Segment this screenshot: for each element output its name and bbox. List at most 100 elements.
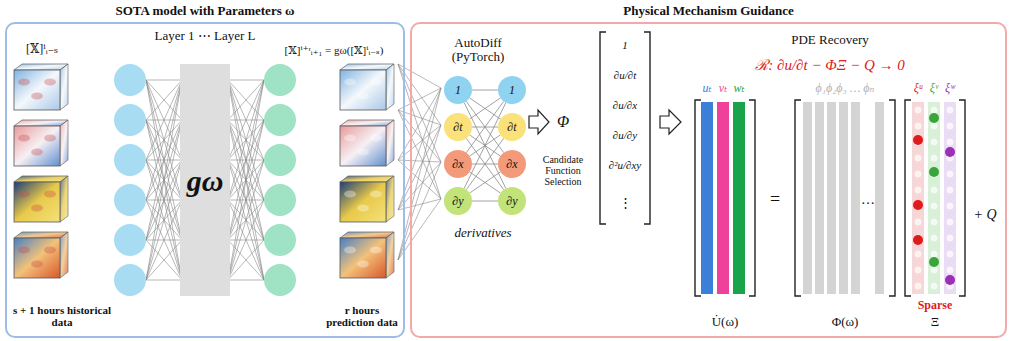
input-neuron	[114, 264, 146, 296]
node-text: ∂x	[506, 157, 517, 172]
derivative-link	[470, 172, 501, 193]
network-line	[146, 80, 182, 240]
sparse-column	[912, 102, 956, 294]
output-neuron	[264, 264, 296, 296]
label-text: vₜ	[719, 82, 727, 95]
data-cube	[340, 176, 394, 222]
active-coefficient	[929, 167, 939, 177]
node-text: Physical Mechanism Guidance	[412, 3, 1005, 19]
zero-coefficient	[915, 219, 922, 226]
network-line	[146, 80, 182, 120]
label-text: ∂u/∂y	[613, 129, 637, 141]
zero-coefficient	[915, 267, 922, 274]
network-line	[146, 160, 182, 280]
derivative-circle: ∂x	[498, 150, 526, 178]
node-text: ∂y	[506, 194, 517, 209]
data-cube	[14, 120, 68, 166]
label-text: =	[770, 190, 780, 210]
network-line	[228, 240, 264, 280]
derivative-circle: 1	[444, 76, 472, 104]
label-text: U̇(ω)	[712, 315, 739, 329]
label-text: AutoDiff (PyTorch)	[433, 36, 523, 65]
candidate-column	[851, 102, 860, 294]
zero-coefficient	[947, 107, 954, 114]
network-line	[146, 120, 182, 280]
zero-coefficient	[931, 187, 938, 194]
label-text: …	[861, 192, 875, 207]
active-coefficient	[929, 113, 939, 123]
data-column	[701, 102, 745, 294]
derivative-link	[470, 172, 501, 193]
zero-coefficient	[931, 219, 938, 226]
zero-coefficient	[931, 139, 938, 146]
network-line	[228, 160, 264, 280]
label-text: uₜ	[703, 82, 712, 95]
zero-coefficient	[915, 123, 922, 130]
label-text: r hours prediction data	[322, 304, 402, 328]
derivative-link	[464, 103, 506, 189]
network-line	[228, 240, 264, 280]
label-text: ξᵛ	[930, 82, 939, 95]
zero-coefficient	[947, 139, 954, 146]
zero-coefficient	[931, 283, 938, 290]
label-text: gω	[187, 164, 224, 197]
zero-coefficient	[915, 251, 922, 258]
node-text: 1	[455, 83, 461, 98]
zero-coefficient	[915, 155, 922, 162]
network-line	[146, 240, 182, 280]
label-text: ξᵘ	[914, 82, 923, 95]
active-coefficient	[913, 235, 923, 245]
network-line	[228, 80, 264, 81]
node-text: ∂x	[452, 157, 463, 172]
output-neuron	[264, 144, 296, 176]
network-line	[228, 80, 264, 120]
label-text: ⋮	[619, 196, 632, 210]
network-line	[146, 80, 182, 160]
label-text: Φ(ω)	[832, 315, 859, 329]
network-line	[146, 80, 182, 81]
active-coefficient	[929, 257, 939, 267]
network-line	[146, 80, 182, 120]
active-coefficient	[913, 135, 923, 145]
label-text: Ξ	[931, 315, 939, 329]
zero-coefficient	[931, 203, 938, 210]
sparse-column	[912, 102, 924, 294]
network-line	[228, 200, 264, 280]
label-text: Φ	[557, 113, 569, 131]
network-line	[228, 80, 264, 160]
network-line	[146, 200, 182, 280]
zero-coefficient	[947, 219, 954, 226]
network-line	[146, 160, 182, 280]
data-cube	[14, 176, 68, 222]
zero-coefficient	[947, 171, 954, 178]
label-text: derivatives	[454, 226, 511, 240]
label-text: [𝕏]ⁱᵢ₋ₛ	[26, 43, 58, 56]
network-line	[228, 80, 264, 240]
node-text: SOTA model with Parameters ω	[7, 3, 403, 19]
network-line	[228, 80, 264, 280]
derivative-circle: 1	[498, 76, 526, 104]
network-line	[146, 240, 182, 280]
label-text: ℛ: ∂u/∂t − ΦΞ − Q → 0	[755, 57, 905, 74]
network-line	[228, 280, 264, 281]
zero-coefficient	[931, 155, 938, 162]
network-line	[146, 80, 182, 280]
candidate-column	[803, 102, 884, 294]
zero-coefficient	[947, 203, 954, 210]
active-coefficient	[913, 200, 923, 210]
label-text: PDE Recovery	[791, 33, 869, 47]
zero-coefficient	[931, 267, 938, 274]
output-neuron	[264, 224, 296, 256]
network-line	[228, 80, 264, 120]
network-line	[146, 80, 182, 280]
node-text: ∂t	[453, 120, 462, 135]
network-line	[228, 160, 264, 280]
network-line	[228, 80, 264, 200]
panel-box: Physical Mechanism Guidance1∂t∂x∂y1∂t∂x∂…	[410, 22, 1007, 338]
label-text: wₜ	[734, 82, 745, 95]
label-text: Sparse	[918, 299, 953, 312]
node-text: 1	[509, 83, 515, 98]
active-coefficient	[945, 275, 955, 285]
label-text: + Q	[973, 207, 996, 222]
network-line	[146, 80, 182, 240]
